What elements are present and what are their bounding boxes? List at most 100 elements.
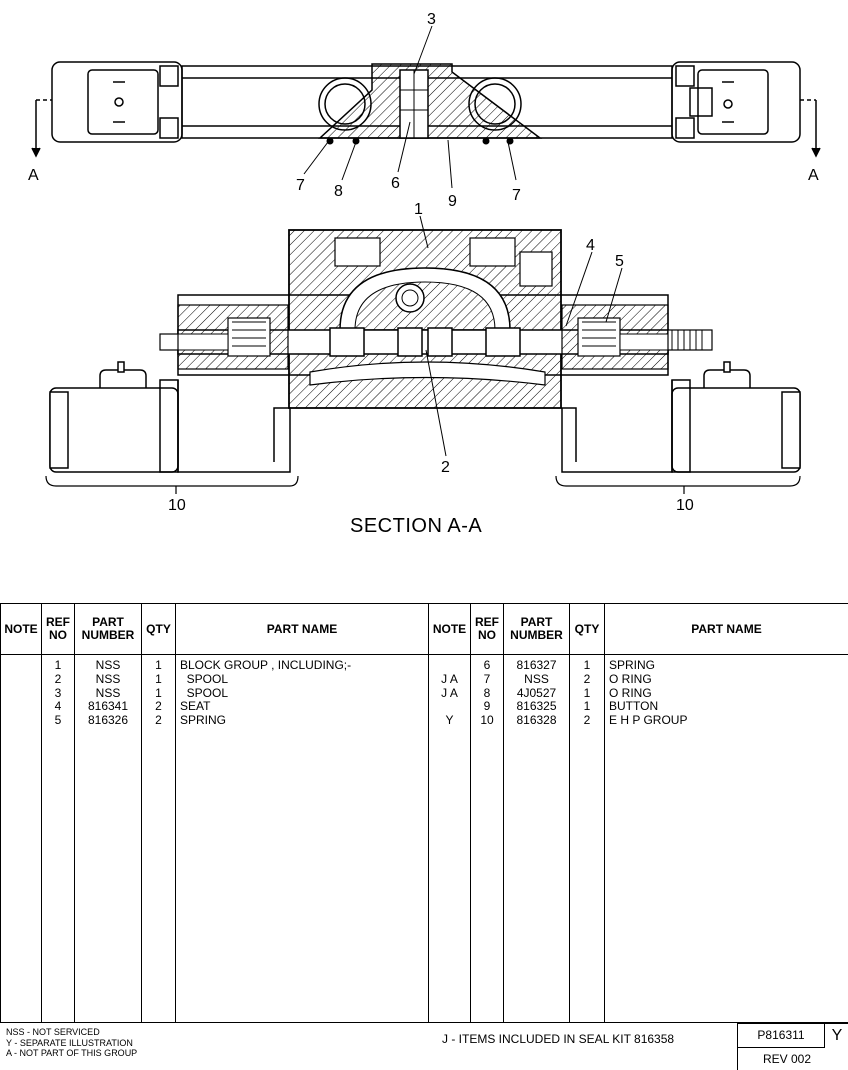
callout-10-right: 10 xyxy=(676,497,694,514)
cell-note: J A xyxy=(429,687,471,701)
cell-ref: 5 xyxy=(42,714,75,728)
cell-name: BLOCK GROUP , INCLUDING;- xyxy=(176,659,429,673)
seal-kit-note: J - ITEMS INCLUDED IN SEAL KIT 816358 xyxy=(442,1032,674,1046)
cell-part: NSS xyxy=(504,673,570,687)
cell-ref: 9 xyxy=(471,700,504,714)
cell-ref: 10 xyxy=(471,714,504,728)
cell-note xyxy=(429,659,471,673)
callout-6: 6 xyxy=(391,175,400,192)
cell-qty: 2 xyxy=(142,700,176,714)
legend-nss: NSS - NOT SERVICED xyxy=(6,1027,137,1038)
parts-table-left: NOTE REF NO PART NUMBER QTY PART NAME 1 … xyxy=(0,603,429,1023)
cell-note xyxy=(1,673,42,687)
cell-qty: 2 xyxy=(570,673,605,687)
legend-a: A - NOT PART OF THIS GROUP xyxy=(6,1048,137,1059)
cell-qty: 1 xyxy=(142,659,176,673)
group-brackets xyxy=(46,476,800,494)
table-row: 3 NSS 1 SPOOL xyxy=(1,687,429,701)
header-note: NOTE xyxy=(1,604,42,655)
revision: REV 002 xyxy=(738,1048,836,1070)
callout-10-left: 10 xyxy=(168,497,186,514)
cell-ref: 2 xyxy=(42,673,75,687)
cell-note xyxy=(1,659,42,673)
cell-name: E H P GROUP xyxy=(605,714,848,728)
callout-1: 1 xyxy=(414,201,423,218)
table-row: 5 816326 2 SPRING xyxy=(1,714,429,728)
drawing-number: P816311 xyxy=(738,1024,825,1048)
solenoid-left xyxy=(50,362,290,472)
cell-part: 816325 xyxy=(504,700,570,714)
callout-2: 2 xyxy=(441,459,450,476)
cell-ref: 7 xyxy=(471,673,504,687)
cell-name: SPOOL xyxy=(176,687,429,701)
table-row: 4 816341 2 SEAT xyxy=(1,700,429,714)
callout-4: 4 xyxy=(586,237,595,254)
cell-qty: 1 xyxy=(570,659,605,673)
valve-assembly-drawing: 3 7 8 6 9 7 A A xyxy=(0,0,848,560)
cell-part: 816327 xyxy=(504,659,570,673)
cell-note: J A xyxy=(429,673,471,687)
cell-ref: 4 xyxy=(42,700,75,714)
cell-part: 816328 xyxy=(504,714,570,728)
cell-ref: 6 xyxy=(471,659,504,673)
cell-qty: 1 xyxy=(142,687,176,701)
cell-qty: 1 xyxy=(142,673,176,687)
header-part-number: PART NUMBER xyxy=(75,604,142,655)
section-title: SECTION A-A xyxy=(350,515,482,537)
cell-name: O RING xyxy=(605,673,848,687)
cell-part: NSS xyxy=(75,659,142,673)
callout-7-left: 7 xyxy=(296,177,305,194)
cell-note: Y xyxy=(429,714,471,728)
cell-qty: 1 xyxy=(570,700,605,714)
drawing-letter: Y xyxy=(826,1024,848,1047)
cell-note xyxy=(1,687,42,701)
header-part-number: PART NUMBER xyxy=(504,604,570,655)
title-block: P816311 Y REV 002 xyxy=(737,1023,848,1070)
callout-8: 8 xyxy=(334,183,343,200)
cell-name: SPRING xyxy=(605,659,848,673)
section-marker-right: A xyxy=(808,167,819,184)
cell-name: SPOOL xyxy=(176,673,429,687)
cell-name: SEAT xyxy=(176,700,429,714)
cell-part: 816341 xyxy=(75,700,142,714)
table-row: J A 7 NSS 2 O RING xyxy=(429,673,848,687)
table-header-row: NOTE REF NO PART NUMBER QTY PART NAME xyxy=(1,604,429,655)
callout-3: 3 xyxy=(427,11,436,28)
header-qty: QTY xyxy=(570,604,605,655)
cell-note xyxy=(429,700,471,714)
header-ref-no: REF NO xyxy=(42,604,75,655)
cell-part: NSS xyxy=(75,687,142,701)
cell-qty: 2 xyxy=(570,714,605,728)
callout-9: 9 xyxy=(448,193,457,210)
parts-table-right: NOTE REF NO PART NUMBER QTY PART NAME 6 … xyxy=(428,603,848,1023)
table-row: 2 NSS 1 SPOOL xyxy=(1,673,429,687)
callout-5: 5 xyxy=(615,253,624,270)
top-view-cutaway xyxy=(320,64,540,138)
table-row: 1 NSS 1 BLOCK GROUP , INCLUDING;- xyxy=(1,659,429,673)
cell-part: 816326 xyxy=(75,714,142,728)
cell-qty: 2 xyxy=(142,714,176,728)
header-ref-no: REF NO xyxy=(471,604,504,655)
section-marker-left: A xyxy=(28,167,39,184)
table-row: J A 8 4J0527 1 O RING xyxy=(429,687,848,701)
cell-name: BUTTON xyxy=(605,700,848,714)
section-view xyxy=(160,230,712,408)
cell-ref: 3 xyxy=(42,687,75,701)
callout-7-right: 7 xyxy=(512,187,521,204)
solenoid-right xyxy=(562,362,800,472)
header-part-name: PART NAME xyxy=(176,604,429,655)
cell-qty: 1 xyxy=(570,687,605,701)
cell-part: 4J0527 xyxy=(504,687,570,701)
cell-part: NSS xyxy=(75,673,142,687)
cell-name: SPRING xyxy=(176,714,429,728)
cell-note xyxy=(1,714,42,728)
header-qty: QTY xyxy=(142,604,176,655)
footer-legend: NSS - NOT SERVICED Y - SEPARATE ILLUSTRA… xyxy=(6,1027,137,1059)
table-row: 6 816327 1 SPRING xyxy=(429,659,848,673)
header-part-name: PART NAME xyxy=(605,604,848,655)
cell-ref: 1 xyxy=(42,659,75,673)
header-note: NOTE xyxy=(429,604,471,655)
cell-name: O RING xyxy=(605,687,848,701)
legend-y: Y - SEPARATE ILLUSTRATION xyxy=(6,1038,137,1049)
cell-note xyxy=(1,700,42,714)
